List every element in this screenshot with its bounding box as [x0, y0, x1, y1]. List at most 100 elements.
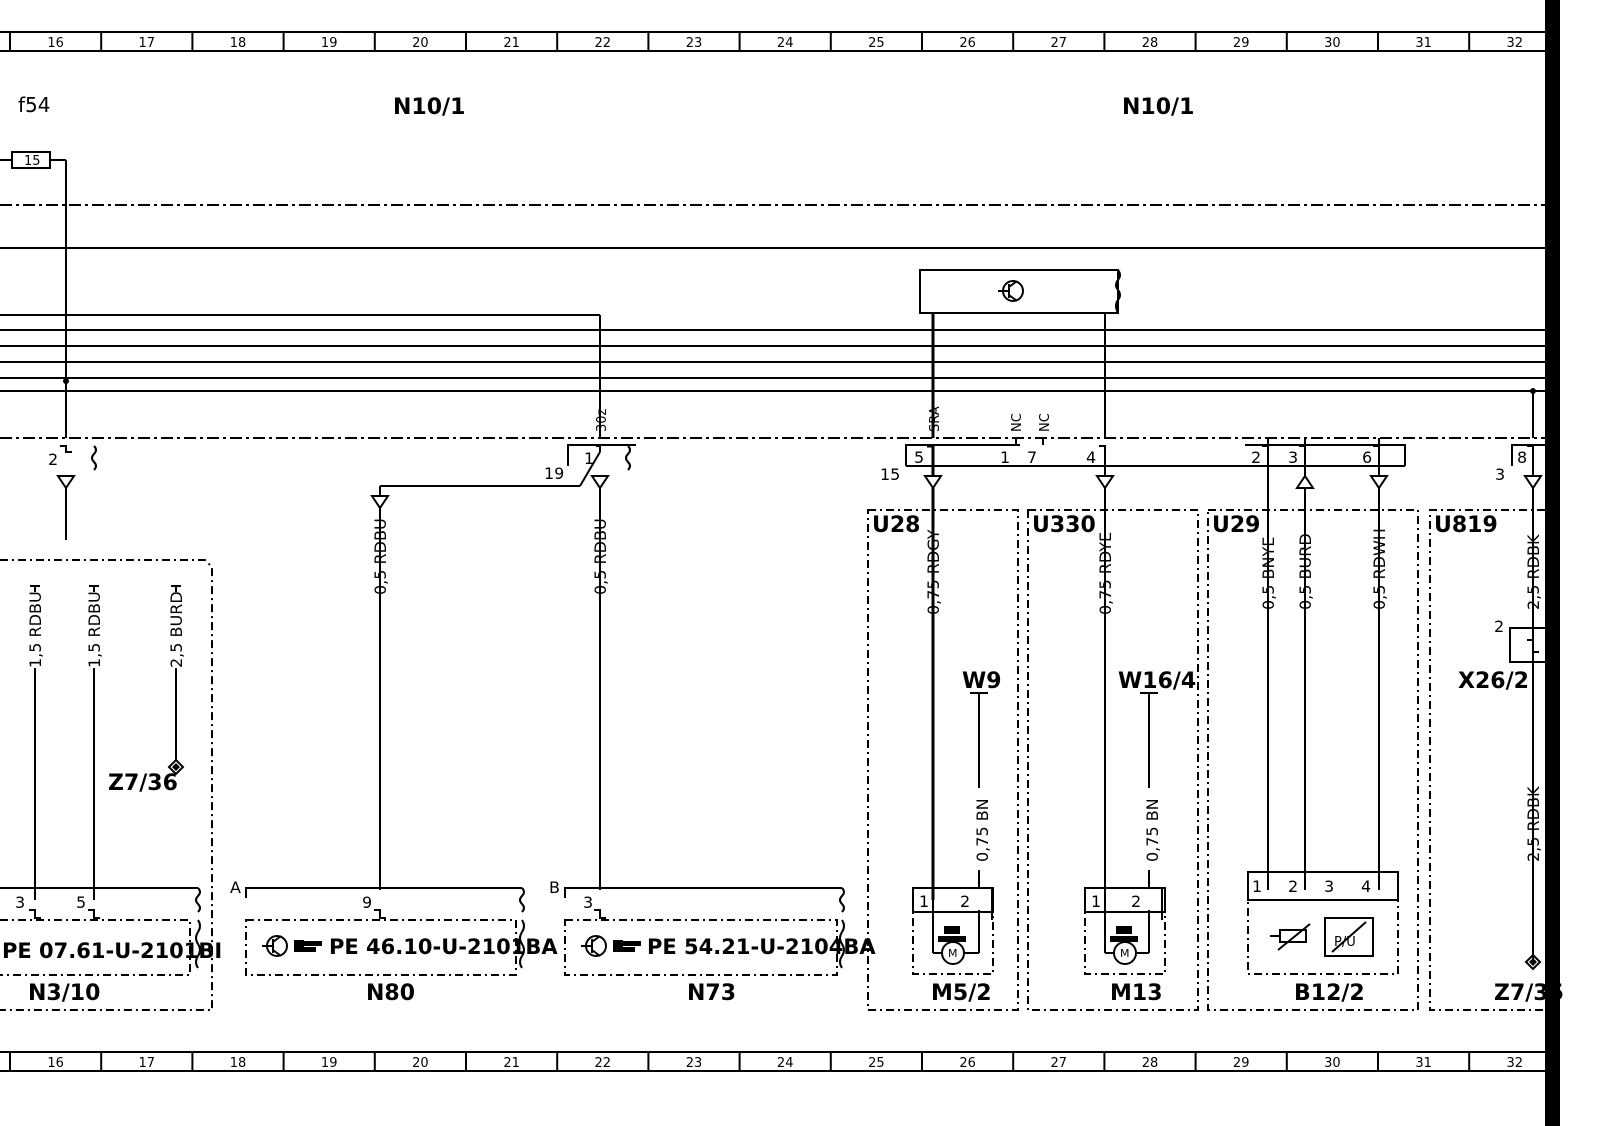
n80-ref: PE 46.10-U-2101BA — [329, 935, 558, 959]
top-ruler-label: 23 — [686, 36, 703, 51]
top-ruler-label: 30 — [1324, 36, 1341, 51]
m13-motor-symbol: M — [1120, 947, 1130, 960]
m5-2-pin2: 2 — [960, 892, 970, 911]
n73-pin: 3 — [583, 893, 593, 912]
wire-label-9: 0,5 BURD — [1296, 533, 1315, 610]
m13-pin2: 2 — [1131, 892, 1141, 911]
group-label-u330: U330 — [1032, 513, 1096, 538]
top-ruler-label: 28 — [1142, 36, 1159, 51]
fuse-label: 15 — [24, 154, 41, 169]
n80-transistor-icon — [262, 935, 288, 957]
wire-label-14: 0,75 BN — [1143, 798, 1162, 862]
pin-19: 19 — [544, 464, 564, 483]
wire-label-6: 0,75 RDGY — [924, 529, 943, 615]
wire-label-12: 2,5 RDBK — [1524, 786, 1543, 862]
wire-label-1: 1,5 RDBU — [26, 591, 45, 668]
b12-2-pin4: 4 — [1361, 877, 1371, 896]
b12-2-sensor-label: P/U — [1334, 935, 1356, 950]
right-edge-bar — [1545, 0, 1560, 1126]
wire-label-13: 0,75 BN — [973, 798, 992, 862]
pin-3-right: 3 — [1495, 465, 1505, 484]
component-n80: A 9 PE 46.10-U-2101BA N80 — [230, 878, 558, 1006]
bottom-ruler-label: 17 — [139, 1056, 156, 1071]
n73-tag: B — [549, 878, 560, 897]
marker-nc-1: NC — [1010, 413, 1025, 432]
top-ruler-label: 19 — [321, 36, 338, 51]
pin-4: 4 — [1086, 448, 1096, 467]
pin-2-left: 2 — [48, 450, 58, 469]
b12-2-pin3: 3 — [1324, 877, 1334, 896]
wire-label-10: 0,5 RDWH — [1370, 528, 1389, 610]
splice-label-z7-36: Z7/36 — [108, 771, 178, 796]
bottom-ruler-label: 18 — [230, 1056, 247, 1071]
group-box-u28 — [867, 509, 1019, 1011]
n80-name: N80 — [366, 981, 415, 1006]
bottom-ruler-label: 28 — [1142, 1056, 1159, 1071]
bottom-ruler-label: 19 — [321, 1056, 338, 1071]
component-m13: 1 2 M M13 — [1084, 887, 1166, 1006]
wire-label-11: 2,5 RDBK — [1524, 534, 1543, 610]
m5-2-pin1: 1 — [919, 892, 929, 911]
bottom-ruler-label: 22 — [595, 1056, 612, 1071]
transistor-icon — [998, 280, 1024, 302]
b12-2-pressure-sensor-icon — [1324, 917, 1374, 957]
group-label-u28: U28 — [872, 513, 920, 538]
m13-motor-icon — [1113, 941, 1137, 965]
connector-row: 2 1 19 15 5 1 7 4 2 3 6 — [48, 438, 1545, 965]
group-box-u819 — [1429, 509, 1545, 1011]
m13-pin1: 1 — [1091, 892, 1101, 911]
top-ruler-label: 29 — [1233, 36, 1250, 51]
n80-tag: A — [230, 878, 241, 897]
component-n73: B 3 PE 54.21-U-2104BA N73 — [549, 878, 876, 1006]
top-ruler-label: 22 — [595, 36, 612, 51]
n73-name: N73 — [687, 981, 736, 1006]
component-m5-2: 1 2 M M5/2 — [912, 887, 994, 1006]
pin-3-u29: 3 — [1288, 448, 1298, 467]
component-b12-2: 1 2 3 4 P/U B12/2 — [1247, 871, 1399, 1006]
fuse-group-label: f54 — [18, 93, 51, 117]
n73-ref: PE 54.21-U-2104BA — [647, 935, 876, 959]
m5-2-name: M5/2 — [931, 981, 992, 1006]
module-label-right: N10/1 — [1122, 95, 1194, 120]
bottom-ruler-label: 23 — [686, 1056, 703, 1071]
m13-name: M13 — [1110, 981, 1163, 1006]
top-ruler-label: 26 — [959, 36, 976, 51]
pin-1-bus: 1 — [1000, 448, 1010, 467]
splice-z7-35 — [1524, 953, 1542, 971]
n73-transistor-icon — [581, 935, 607, 957]
top-ruler-label: 21 — [503, 36, 520, 51]
ground-label-w9: W9 — [962, 669, 1002, 694]
bottom-ruler-label: 16 — [47, 1056, 64, 1071]
n3-10-pin-a: 3 — [15, 893, 25, 912]
bottom-ruler-label: 25 — [868, 1056, 885, 1071]
m5-2-motor-icon — [941, 941, 965, 965]
b12-2-variable-resistor-icon — [1270, 923, 1311, 951]
bottom-ruler-label: 21 — [503, 1056, 520, 1071]
pin-6: 6 — [1362, 448, 1372, 467]
bottom-ruler-label: 27 — [1051, 1056, 1068, 1071]
top-ruler-label: 20 — [412, 36, 429, 51]
b12-2-pin1: 1 — [1252, 877, 1262, 896]
internal-bus — [0, 205, 1545, 438]
top-ruler-label: 24 — [777, 36, 794, 51]
connector-label-x26-2: X26/2 — [1458, 669, 1529, 694]
bottom-ruler-label: 30 — [1324, 1056, 1341, 1071]
top-ruler-label: 25 — [868, 36, 885, 51]
connector-pin-x26: 2 — [1494, 617, 1504, 636]
n3-10-name: N3/10 — [28, 981, 100, 1006]
bottom-ruler-label: 31 — [1415, 1056, 1432, 1071]
top-ruler-label: 17 — [139, 36, 156, 51]
connector-x26-2 — [1509, 627, 1545, 663]
top-ruler-label: 16 — [47, 36, 64, 51]
m5-2-motor-symbol: M — [948, 947, 958, 960]
pin-7: 7 — [1027, 448, 1037, 467]
marker-sra: SRA — [928, 406, 943, 432]
group-box-u330 — [1027, 509, 1199, 1011]
top-ruler-label: 31 — [1415, 36, 1432, 51]
component-n3-10: 3 5 PE 07.61-U-2101BI N3/10 — [0, 887, 222, 1006]
n3-10-pin-b: 5 — [76, 893, 86, 912]
n73-hand-pointer-icon — [613, 940, 641, 952]
b12-2-pin2: 2 — [1288, 877, 1298, 896]
